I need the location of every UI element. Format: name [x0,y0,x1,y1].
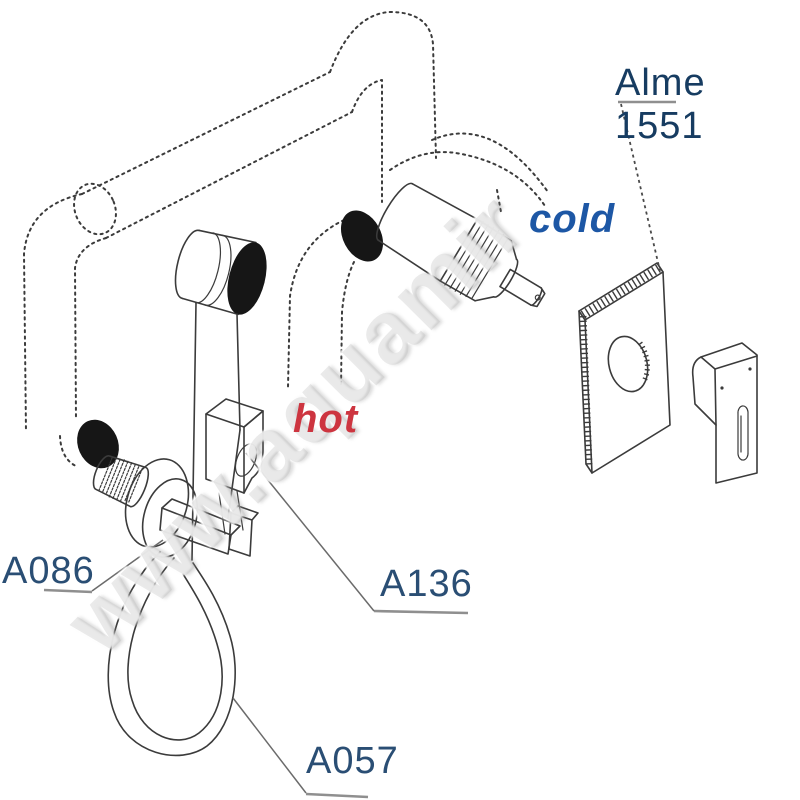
cover-plate [578,262,671,474]
hand-shower-handle [191,302,241,561]
label-a086: A086 [2,550,95,592]
valve-flange-outer [124,458,190,548]
label-alme-1551: Alme 1551 [615,62,706,147]
mixer-side-port [340,210,384,262]
callout-lines [43,100,676,799]
label-a057: A057 [306,740,399,782]
shower-face [227,242,267,315]
leader-a136 [245,452,375,612]
angle-valve [92,455,259,558]
hose-loop [107,551,236,757]
mixer-valve-cartridge [375,182,546,308]
leader-a057 [232,697,307,794]
hand-shower-head [174,229,267,316]
label-a136: A136 [380,563,473,605]
valve-flange-inner [141,478,199,558]
plate-hole [607,335,649,393]
shower-holder-block [205,398,264,535]
leader-alme [620,103,661,272]
leader-a086 [91,539,164,592]
label-cold-supply: cold [529,197,616,241]
label-hot-supply: hot [293,397,359,441]
knurled-knob [92,455,150,508]
lever-handle [691,342,758,484]
